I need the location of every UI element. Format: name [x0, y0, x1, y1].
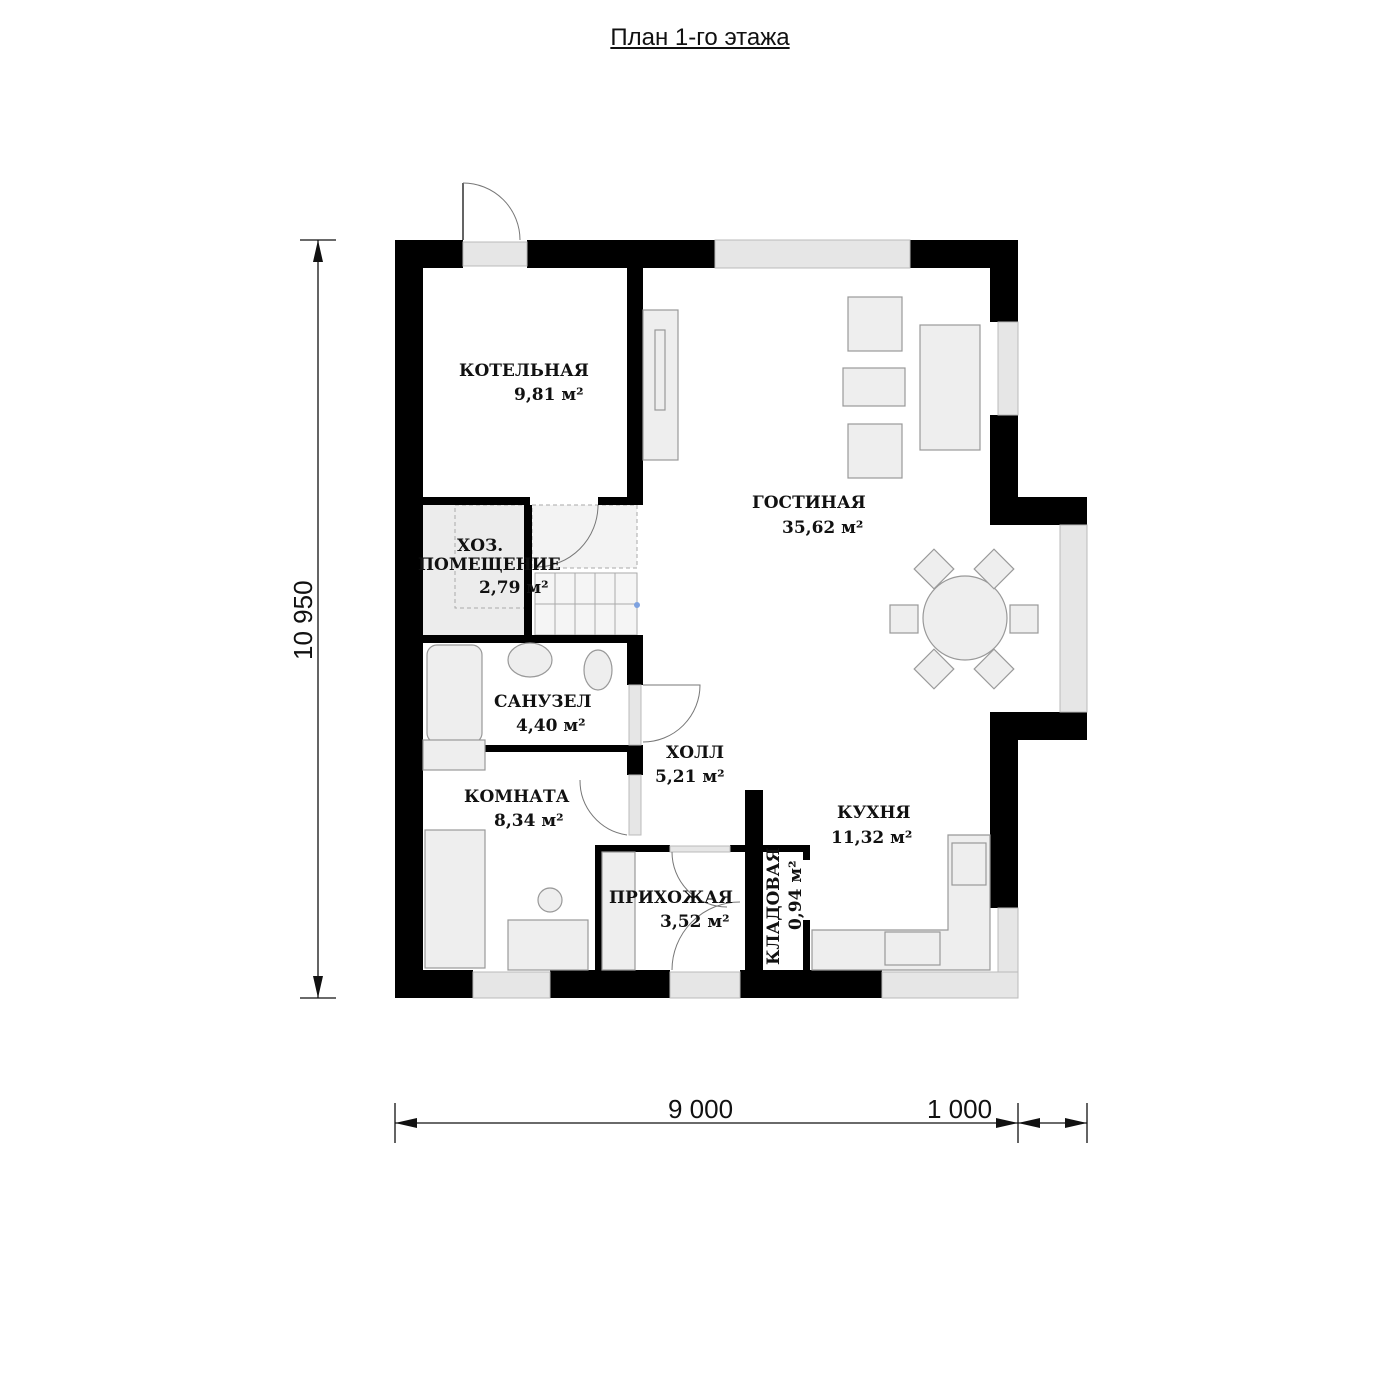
room-name: КОМНАТА — [464, 787, 570, 807]
cooktop — [951, 842, 987, 886]
wardrobe — [601, 851, 636, 971]
marker-dot — [634, 602, 640, 608]
sink — [507, 642, 553, 678]
room-labels: КОТЕЛЬНАЯ 9,81 м² ГОСТИНАЯ 35,62 м² ХОЗ.… — [418, 361, 912, 965]
doors — [462, 182, 741, 971]
staircase — [454, 504, 638, 609]
armchair — [847, 423, 903, 479]
chair — [889, 604, 919, 634]
room-name: САНУЗЕЛ — [494, 692, 591, 712]
room-name: ПОМЕЩЕНИЕ — [418, 555, 561, 575]
room-name: ПРИХОЖАЯ — [609, 888, 733, 908]
chair — [973, 548, 1015, 590]
plan-title: План 1-го этажа — [610, 24, 790, 51]
chair — [1009, 604, 1039, 634]
bed — [424, 829, 486, 969]
room-name: ГОСТИНАЯ — [752, 493, 866, 513]
bay-dimension: 1 000 — [927, 1094, 992, 1124]
room-area: 3,52 м² — [660, 912, 730, 932]
windows — [462, 239, 1088, 999]
storage-floor — [423, 505, 527, 635]
room-area: 9,81 м² — [514, 385, 584, 405]
room-area: 5,21 м² — [655, 767, 725, 787]
room-area: 4,40 м² — [516, 716, 586, 736]
stool — [537, 887, 563, 913]
room-name: ХОЗ. — [457, 536, 503, 556]
chair — [913, 548, 955, 590]
walls — [395, 240, 1087, 998]
height-dimension: 10 950 — [288, 580, 318, 660]
desk — [507, 919, 589, 971]
kitchen-counter — [811, 834, 991, 971]
bathtub — [426, 644, 483, 744]
chair — [973, 648, 1015, 690]
room-name: ХОЛЛ — [666, 743, 724, 763]
room-name: КУХНЯ — [837, 803, 911, 823]
dimension-lines — [300, 239, 1088, 1143]
room-area: 35,62 м² — [782, 518, 863, 538]
width-dimension: 9 000 — [668, 1094, 733, 1124]
room-area: 11,32 м² — [831, 828, 912, 848]
room-area: 8,34 м² — [494, 811, 564, 831]
chair — [913, 648, 955, 690]
room-area: 0,94 м² — [786, 860, 806, 930]
sofa — [919, 324, 981, 451]
kitchen-sink — [884, 931, 941, 966]
coffee-table — [842, 367, 906, 407]
toilet — [583, 649, 613, 691]
room-name: КЛАДОВАЯ — [764, 848, 784, 965]
furniture — [422, 296, 1039, 971]
stairs-lower — [534, 572, 638, 636]
room-area: 2,79 м² — [479, 578, 549, 598]
dining-table — [922, 575, 1008, 661]
room-name: КОТЕЛЬНАЯ — [459, 361, 589, 381]
armchair — [847, 296, 903, 352]
